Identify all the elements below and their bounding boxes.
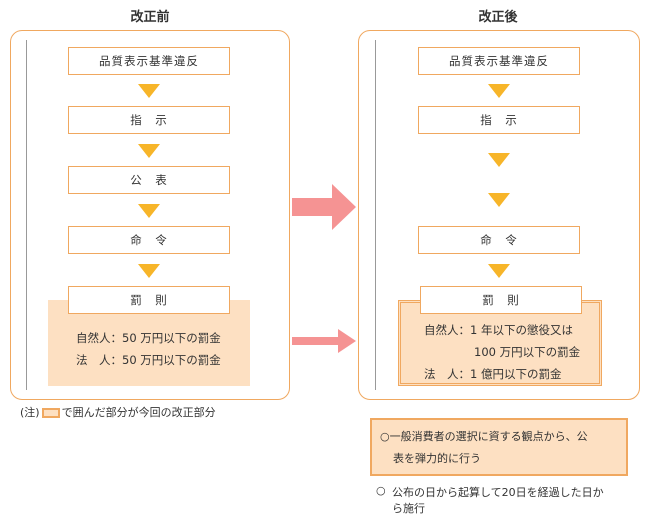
before-step-violation: 品質表示基準違反 [68, 47, 230, 75]
enforcement-note-line2: ら施行 [392, 502, 425, 515]
small-right-arrow-icon [292, 329, 356, 353]
before-penalty-corporation: 法 人：50 万円以下の罰金 [76, 353, 221, 367]
after-step-penalty: 罰 則 [420, 286, 582, 314]
after-penalty-individual: 自然人：1 年以下の懲役又は [424, 323, 573, 337]
publication-info-box [370, 418, 628, 476]
down-arrow-icon [138, 144, 160, 158]
down-arrow-icon [488, 84, 510, 98]
down-arrow-icon [488, 193, 510, 207]
bullet-icon: ○ [376, 484, 386, 497]
before-step-order: 命 令 [68, 226, 230, 254]
before-title: 改正前 [130, 10, 170, 25]
down-arrow-icon [138, 84, 160, 98]
before-step-penalty: 罰 則 [68, 286, 230, 314]
after-step-order: 命 令 [418, 226, 580, 254]
after-penalty-individual-fine: 100 万円以下の罰金 [474, 345, 581, 359]
down-arrow-icon [138, 264, 160, 278]
after-title: 改正後 [478, 10, 518, 25]
legend-swatch-icon [41, 408, 60, 418]
before-penalty-area [48, 300, 250, 386]
after-step-instruction: 指 示 [418, 106, 580, 134]
publication-info-line2: 表を弾力的に行う [393, 452, 481, 465]
after-penalty-corporation: 法 人：1 億円以下の罰金 [424, 367, 562, 381]
enforcement-note-line1: 公布の日から起算して20日を経過した日か [392, 486, 604, 499]
before-step-publication: 公 表 [68, 166, 230, 194]
before-penalty-individual: 自然人：50 万円以下の罰金 [76, 331, 221, 345]
after-timeline [375, 40, 376, 390]
before-step-instruction: 指 示 [68, 106, 230, 134]
big-right-arrow-icon [292, 184, 356, 230]
legend-text: で囲んだ部分が今回の改正部分 [61, 406, 216, 419]
legend-prefix: (注) [20, 406, 40, 419]
legend-note: (注) で囲んだ部分が今回の改正部分 [20, 404, 216, 420]
before-timeline [26, 40, 27, 390]
after-step-violation: 品質表示基準違反 [418, 47, 580, 75]
down-arrow-icon [488, 264, 510, 278]
publication-info-line1: ○一般消費者の選択に資する観点から、公 [380, 430, 588, 443]
down-arrow-icon [138, 204, 160, 218]
down-arrow-icon [488, 153, 510, 167]
